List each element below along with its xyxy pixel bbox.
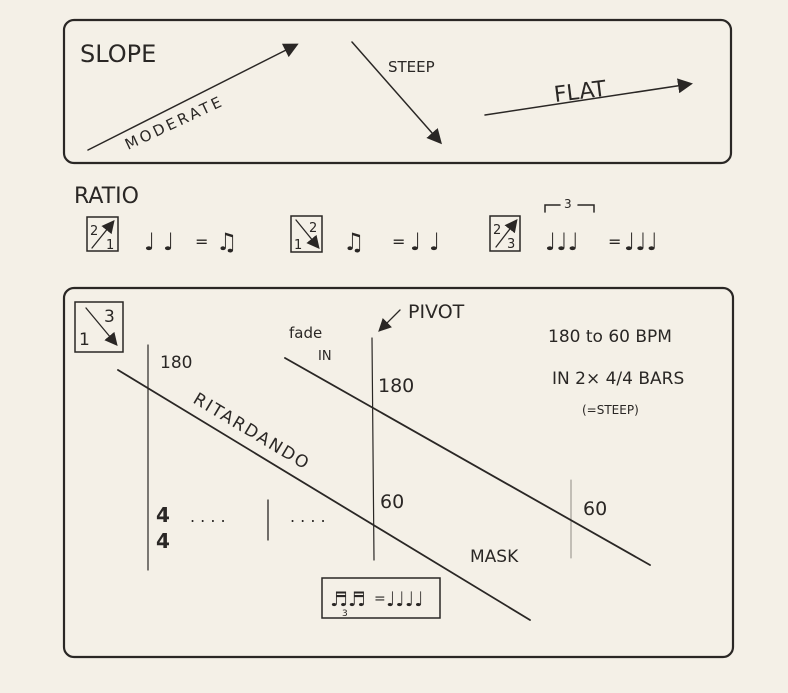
pivot-line — [371, 337, 375, 561]
ratio-title: RATIO — [74, 184, 139, 209]
ratio-top: 2 — [493, 223, 501, 238]
end-tempo: 60 — [583, 498, 607, 520]
rhythm-right-notes: ♩♩♩♩ — [386, 587, 424, 611]
fade-label: fade — [289, 324, 322, 342]
tuplet-bracket — [544, 204, 595, 213]
ratio-right-notes: ♩ ♩ — [410, 228, 440, 256]
ratio-section: RATIO 2 1 ♩ ♩ = ♫ 2 1 ♫ = ♩ ♩ 2 3 3 ♩♩♩ — [74, 184, 658, 256]
rhythm-tuplet: 3 — [342, 609, 348, 619]
rhythm-box — [321, 577, 441, 619]
ritardando-line — [117, 369, 531, 621]
ratio-right-notes: ♩♩♩ — [624, 228, 658, 256]
ratio-item-1: 2 1 ♩ ♩ = ♫ — [86, 216, 238, 256]
ratio-equals: = — [195, 232, 208, 251]
slope-panel: SLOPE MODERATE STEEP FLAT — [62, 18, 733, 165]
slope-title: SLOPE — [80, 40, 156, 68]
ratio-bottom: 1 — [294, 238, 302, 253]
flat-arrow — [484, 78, 693, 116]
ratio-item-3: 2 3 3 ♩♩♩ = ♩♩♩ — [489, 197, 658, 256]
fade-in-line — [284, 357, 651, 566]
ratio-item-2: 2 1 ♫ = ♩ ♩ — [290, 215, 440, 256]
ratio-top: 2 — [309, 221, 317, 236]
ratio-box — [86, 216, 119, 252]
tempo-panel: 3 1 180 PIVOT fade IN 180 60 60 RITARDAN… — [62, 286, 735, 659]
ratio-left-notes: ♩ ♩ — [144, 228, 174, 256]
in-label: IN — [318, 349, 332, 364]
pivot-start-tempo: 180 — [378, 375, 414, 397]
ratio-box — [489, 215, 521, 252]
up-arrow-icon — [495, 218, 518, 248]
ratio-equals: = — [392, 232, 405, 251]
up-arrow-icon — [91, 219, 115, 249]
time-signature-top: 4 — [156, 503, 170, 527]
beat-dots: . . . . — [190, 507, 226, 526]
ratio-left-notes: ♩♩♩ — [545, 228, 579, 256]
time-signature-bottom: 4 — [156, 529, 170, 553]
ritardando-label: RITARDANDO — [189, 389, 313, 475]
moderate-arrow — [87, 43, 299, 151]
start-tempo: 180 — [160, 353, 192, 373]
ratio-top: 3 — [104, 307, 115, 327]
slope-frame — [62, 18, 733, 165]
ratio-bottom: 3 — [507, 237, 515, 252]
tempo-note-line: IN 2× 4/4 BARS — [552, 369, 684, 389]
tempo-frame — [62, 286, 735, 659]
pivot-arrow — [378, 309, 401, 332]
rhythm-equals: = — [374, 591, 386, 607]
ratio-right-notes: ♫ — [216, 228, 238, 256]
beat-dots: . . . . — [290, 507, 326, 526]
down-arrow-icon — [295, 219, 320, 250]
ratio-top: 2 — [90, 224, 98, 239]
tuplet-number: 3 — [564, 197, 572, 211]
steep-label: STEEP — [388, 58, 435, 76]
ratio-bottom: 1 — [106, 238, 114, 253]
flat-label: FLAT — [553, 77, 608, 108]
ratio-left-notes: ♫ — [343, 228, 365, 256]
steep-arrow — [351, 41, 442, 145]
moderate-label: MODERATE — [122, 92, 227, 154]
tempo-note-line: 180 to 60 BPM — [548, 327, 672, 347]
rhythm-left-notes: ♬♬ — [330, 587, 366, 611]
pivot-end-tempo: 60 — [380, 491, 404, 513]
ratio-box — [290, 215, 323, 253]
ratio-bottom: 1 — [79, 330, 90, 350]
pivot-label: PIVOT — [408, 301, 465, 323]
down-arrow-icon — [85, 307, 118, 346]
ratio-box — [74, 301, 124, 353]
ratio-equals: = — [608, 232, 621, 251]
mask-label: MASK — [470, 547, 519, 567]
tempo-note-line: (=STEEP) — [582, 403, 639, 417]
